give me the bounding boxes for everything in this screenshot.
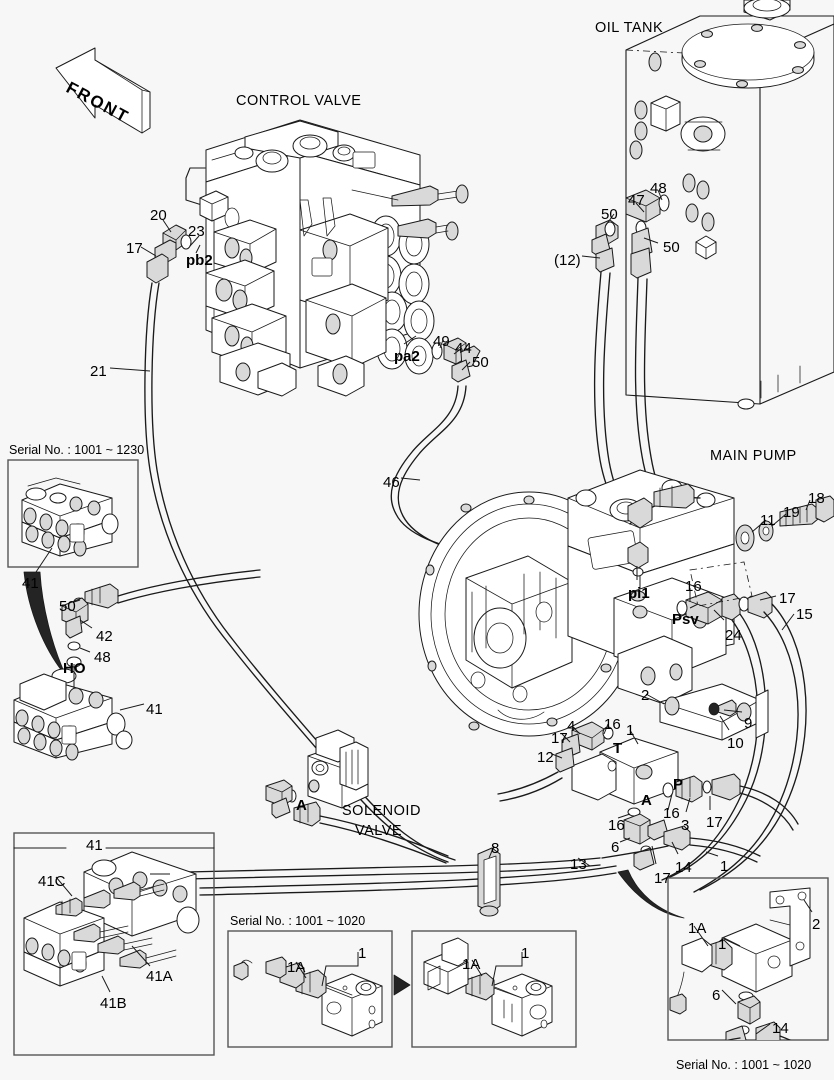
callout-20-0: 20 [150,207,167,224]
inset-valve-old [227,930,393,1048]
inset-valve-new [411,930,577,1048]
callout-2-29: 2 [641,687,650,704]
callout-1A-54: 1A [462,956,481,973]
callout-50-14: 50 [59,598,76,615]
tank-fittings [629,52,726,260]
callout-12-8: (12) [554,252,581,269]
callout-50-11: 50 [472,354,489,371]
callout-17-35: 17 [551,730,568,747]
callout-14-43: 14 [675,859,692,876]
callout-16-25: 16 [685,578,702,595]
callout-19-23: 19 [783,504,800,521]
callout-41-18: 41 [86,837,103,854]
control-valve-assembly [185,119,469,397]
caption-solenoid-valve-line2: VALVE [355,823,403,839]
inset-detail-41 [13,832,215,1056]
port-label-t_block: T [613,740,623,757]
callout-8-46: 8 [491,840,500,857]
callout-18-24: 18 [808,490,825,507]
caption-solenoid-valve-line1: SOLENOID [342,803,421,819]
callout-16-33: 16 [604,716,621,733]
callout-17-39: 17 [706,814,723,831]
callout-14-50: 14 [772,1020,789,1037]
callout-41A-20: 41A [146,968,173,985]
solenoid-valve-assembly [265,729,449,864]
port-label-ho: HO [63,660,86,677]
callout-17-42: 17 [654,870,671,887]
port-label-pb2: pb2 [186,252,213,269]
callout-1-53: 1 [358,945,367,962]
port-label-pi1: pi1 [628,585,650,602]
callout-1-55: 1 [521,945,530,962]
callout-17-2: 17 [126,240,143,257]
oil-tank-assembly [625,0,834,410]
port-label-a_solenoid: A [296,797,307,814]
callout-15-28: 15 [796,606,813,623]
callout-17-26: 17 [779,590,796,607]
callout-16-37: 16 [663,805,680,822]
callout-3-38: 3 [681,817,690,834]
callout-50-7: 50 [663,239,680,256]
serial-note-bottom-right: Serial No. : 1001 ~ 1020 [676,1058,812,1072]
callout-48-16: 48 [94,649,111,666]
ho-fitting-and-gear-pump [13,569,261,761]
callout-48-6: 48 [650,180,667,197]
callout-46-12: 46 [383,474,400,491]
callout-6-41: 6 [611,839,620,856]
callout-1-34: 1 [626,722,635,739]
callout-47-5: 47 [628,192,645,209]
main-pump-assembly [418,469,834,893]
caption-oil-tank: OIL TANK [595,20,664,36]
callout-2-48: 2 [812,916,821,933]
callout-1A-47: 1A [688,920,707,937]
caption-main-pump: MAIN PUMP [710,448,797,464]
port-label-p_block: P [673,776,684,793]
callout-41-13: 41 [22,575,39,592]
callout-1-44: 1 [720,858,729,875]
leader-lines [35,189,813,1035]
hose-46 [390,337,487,557]
callout-23-1: 23 [188,223,205,240]
callout-11-22: 11 [760,512,776,529]
hose-bundle-bottom [185,845,669,917]
tap-valve-block [497,683,799,871]
front-direction-arrow [55,47,151,134]
inset-serial-1001-1230 [7,459,139,568]
callout-6-49: 6 [712,987,721,1004]
callout-1-51: 1 [718,936,727,953]
serial-note-bottom-center: Serial No. : 1001 ~ 1020 [230,914,366,928]
caption-control-valve: CONTROL VALVE [236,93,362,109]
port-label-pa2: pa2 [394,348,420,365]
callout-50-4: 50 [601,206,618,223]
callout-41C-19: 41C [38,873,66,890]
callout-49-9: 49 [433,333,450,350]
callout-10-31: 10 [727,735,744,752]
inset-transition-arrow [393,974,411,996]
callout-41-17: 41 [146,701,163,718]
callout-24-27: 24 [725,627,742,644]
callout-1A-52: 1A [287,959,306,976]
callout-12-36: 12 [537,749,554,766]
serial-note-left-inset: Serial No. : 1001 ~ 1230 [9,443,145,457]
callout-42-15: 42 [96,628,113,645]
callout-4-32: 4 [567,718,576,735]
inset-solenoid-detail [667,877,829,1041]
callout-13-45: 13 [570,856,587,873]
port-label-psv: Psv [672,611,699,628]
callout-41B-21: 41B [100,995,127,1012]
pointer-arrow-bottom [617,869,685,919]
callout-16-40: 16 [608,817,625,834]
callout-9-30: 9 [744,715,753,732]
callout-44-10: 44 [455,340,472,357]
callout-21-3: 21 [90,363,107,380]
port-label-a_block: A [641,792,652,809]
hose-21 [144,224,456,863]
